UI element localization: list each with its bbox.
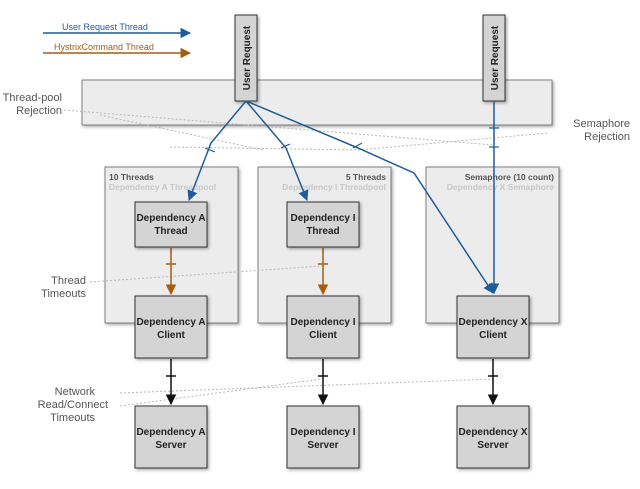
- dep-a-thread-line1: Dependency A: [136, 213, 205, 224]
- pool-x-title: Semaphore (10 count): [465, 172, 554, 182]
- legend: User Request Thread HystrixCommand Threa…: [43, 22, 192, 59]
- network-timeouts-line2: Read/Connect: [38, 399, 108, 411]
- user-thread-ticks: [204, 127, 499, 153]
- pool-i-subtitle: Dependency I Threadpool: [282, 182, 386, 192]
- dep-a-client-line2: Client: [157, 330, 185, 341]
- tick-rejection-a: [204, 147, 216, 153]
- semaphore-rejection-line1: Semaphore: [573, 118, 630, 130]
- dep-x-client-box: [456, 295, 530, 359]
- network-arrows: [165, 359, 499, 406]
- dep-a-server-line2: Server: [155, 440, 186, 451]
- dep-i-client-line2: Client: [309, 330, 337, 341]
- rejection-band: [81, 79, 553, 126]
- thread-timeouts-line2: Timeouts: [41, 288, 86, 300]
- dep-x-client-line2: Client: [479, 330, 507, 341]
- thread-pool-rejection-line2: Rejection: [16, 105, 62, 117]
- thread-timeouts-line1: Thread: [51, 275, 86, 287]
- user-thread-arrows: [187, 100, 500, 295]
- arrow-to-dep-x-client: [245, 100, 494, 294]
- network-timeouts-line3: Timeouts: [50, 412, 95, 424]
- legend-hystrix-thread-label: HystrixCommand Thread: [54, 42, 154, 52]
- tick-rejection-x: [352, 142, 363, 149]
- hystrix-thread-arrows: [165, 248, 329, 296]
- dep-i-client-line1: Dependency I: [290, 317, 355, 328]
- user-request-label-right: User Request: [490, 25, 501, 90]
- dep-x-server-box: [456, 405, 530, 469]
- dep-a-client-box: [134, 295, 208, 359]
- pool-a-title: 10 Threads: [109, 172, 154, 182]
- network-timeout-guide-2: [119, 378, 323, 407]
- semaphore-rejection-line2: Rejection: [584, 131, 630, 143]
- semaphore-rejection-guide-2: [169, 146, 359, 151]
- dep-i-server-line1: Dependency I: [290, 427, 355, 438]
- dep-i-thread-line2: Thread: [306, 226, 339, 237]
- tick-rejection-i: [280, 143, 291, 149]
- dep-i-client-box: [286, 295, 360, 359]
- pool-a-subtitle: Dependency A Threadpool: [109, 182, 216, 192]
- legend-user-thread-label: User Request Thread: [62, 22, 148, 32]
- dep-x-server-line2: Server: [477, 440, 508, 451]
- dep-i-thread-box: [286, 201, 360, 248]
- dep-x-server-line1: Dependency X: [459, 427, 528, 438]
- user-request-label-left: User Request: [242, 25, 253, 90]
- dep-a-server-box: [134, 405, 208, 469]
- thread-pool-rejection-line1: Thread-pool: [3, 92, 62, 104]
- dep-i-thread-line1: Dependency I: [290, 213, 355, 224]
- pool-x-subtitle: Dependency X Semaphore: [447, 182, 555, 192]
- dep-x-client-line1: Dependency X: [459, 317, 528, 328]
- network-timeouts-line1: Network: [55, 386, 96, 398]
- arrow-to-dep-i-thread: [245, 100, 309, 201]
- pool-i-title: 5 Threads: [346, 172, 386, 182]
- dotted-guides: [63, 109, 549, 407]
- dep-a-thread-box: [134, 201, 208, 248]
- dep-i-server-line2: Server: [307, 440, 338, 451]
- thread-timeout-guide: [89, 265, 323, 283]
- dep-a-thread-line2: Thread: [154, 226, 187, 237]
- arrow-to-dep-a-thread: [187, 100, 247, 201]
- semaphore-rejection-guide: [357, 132, 549, 151]
- dep-a-client-line1: Dependency A: [136, 317, 205, 328]
- dep-i-server-box: [286, 405, 360, 469]
- dep-a-server-line1: Dependency A: [136, 427, 205, 438]
